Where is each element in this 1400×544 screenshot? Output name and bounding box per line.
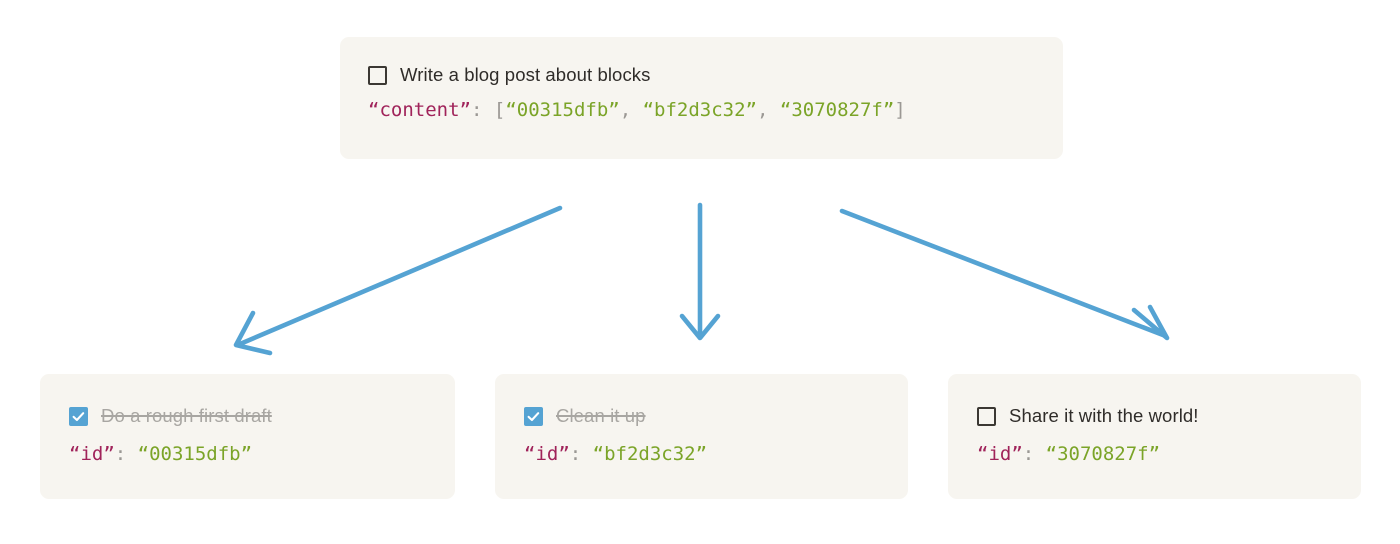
json-separator-1: , [757, 99, 769, 121]
json-colon: : [470, 99, 483, 121]
json-value: “3070827f” [1045, 443, 1161, 465]
json-separator-0: , [619, 99, 632, 121]
child-block-card-1[interactable]: Do a rough first draft “id”: “00315dfb” [40, 374, 455, 499]
arrow-to-middle-child [679, 202, 721, 341]
checkbox-checked-icon[interactable] [524, 406, 543, 426]
json-key: “content” [368, 99, 471, 121]
child-block-card-3[interactable]: Share it with the world! “id”: “3070827f… [948, 374, 1361, 499]
json-open-bracket: [ [493, 99, 506, 121]
root-block-json: “content”: [“00315dfb”, “bf2d3c32”, “307… [368, 97, 1035, 123]
child-block-card-2[interactable]: Clean it up “id”: “bf2d3c32” [495, 374, 908, 499]
json-value-1: “bf2d3c32” [642, 99, 757, 121]
json-value: “00315dfb” [137, 443, 253, 465]
child-block-title-row-3: Share it with the world! [948, 404, 1361, 428]
arrow-to-right-child [839, 208, 1170, 341]
child-block-title-1: Do a rough first draft [101, 405, 272, 426]
root-block-title-row: Write a blog post about blocks [368, 63, 1035, 87]
json-colon: : [1022, 443, 1035, 465]
child-block-title-row-1: Do a rough first draft [40, 404, 455, 428]
checkbox-empty-icon[interactable] [368, 65, 387, 85]
root-block-card[interactable]: Write a blog post about blocks “content”… [340, 37, 1063, 159]
checkbox-checked-icon[interactable] [69, 406, 88, 426]
child-block-json-2: “id”: “bf2d3c32” [495, 441, 908, 467]
json-key: “id” [69, 443, 115, 465]
checkbox-empty-icon[interactable] [977, 406, 996, 426]
child-block-json-1: “id”: “00315dfb” [40, 441, 455, 467]
json-value: “bf2d3c32” [592, 443, 708, 465]
child-block-title-3: Share it with the world! [1009, 405, 1199, 426]
json-value-2: “3070827f” [779, 99, 895, 121]
child-block-title-2: Clean it up [556, 405, 646, 426]
json-colon: : [569, 443, 582, 465]
child-block-title-row-2: Clean it up [495, 404, 908, 428]
json-key: “id” [524, 443, 570, 465]
json-value-0: “00315dfb” [505, 99, 620, 121]
root-block-title: Write a blog post about blocks [400, 64, 651, 85]
json-key: “id” [977, 443, 1023, 465]
arrow-to-left-child [233, 205, 563, 356]
json-close-bracket: ] [894, 99, 906, 121]
json-colon: : [114, 443, 127, 465]
child-block-json-3: “id”: “3070827f” [948, 441, 1361, 467]
